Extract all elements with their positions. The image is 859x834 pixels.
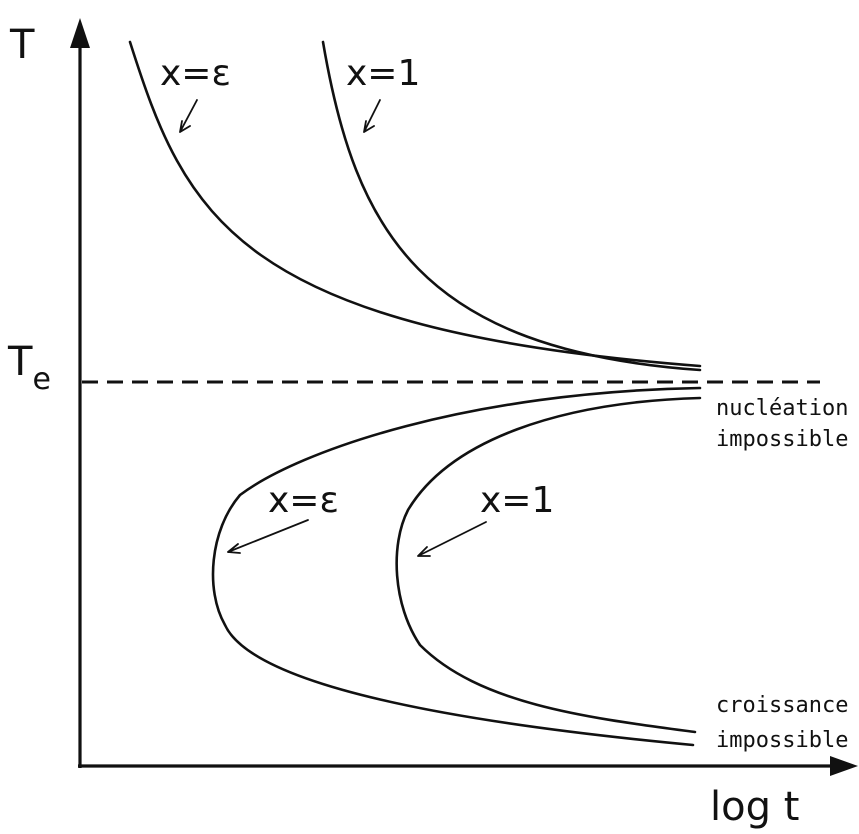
- te-label: Te: [7, 339, 51, 397]
- arrow-upper-one: [363, 99, 381, 133]
- arrow-lower-epsilon: [227, 519, 309, 554]
- x-axis-label: log t: [710, 784, 799, 830]
- lower-curve-epsilon: [211, 386, 702, 747]
- croissance-line1: croissance: [716, 693, 848, 718]
- upper-curve-epsilon: [128, 40, 702, 368]
- te-label-subscript: e: [32, 362, 50, 397]
- lower-curve-one: [395, 396, 702, 734]
- label-upper-one: x=1: [346, 53, 420, 94]
- y-axis-arrowhead: [70, 18, 90, 48]
- label-lower-epsilon: x=ε: [268, 480, 339, 521]
- nucleation-line1: nucléation: [716, 396, 848, 421]
- croissance-line2: impossible: [716, 728, 848, 753]
- nucleation-line2: impossible: [716, 427, 848, 452]
- arrow-lower-one: [417, 521, 487, 557]
- te-label-main: T: [7, 339, 33, 385]
- y-axis-label: T: [9, 22, 35, 68]
- arrow-upper-epsilon: [179, 99, 198, 133]
- label-upper-epsilon: x=ε: [160, 53, 231, 94]
- x-axis-arrowhead: [830, 756, 858, 776]
- upper-curve-one: [321, 40, 702, 372]
- label-lower-one: x=1: [480, 480, 554, 521]
